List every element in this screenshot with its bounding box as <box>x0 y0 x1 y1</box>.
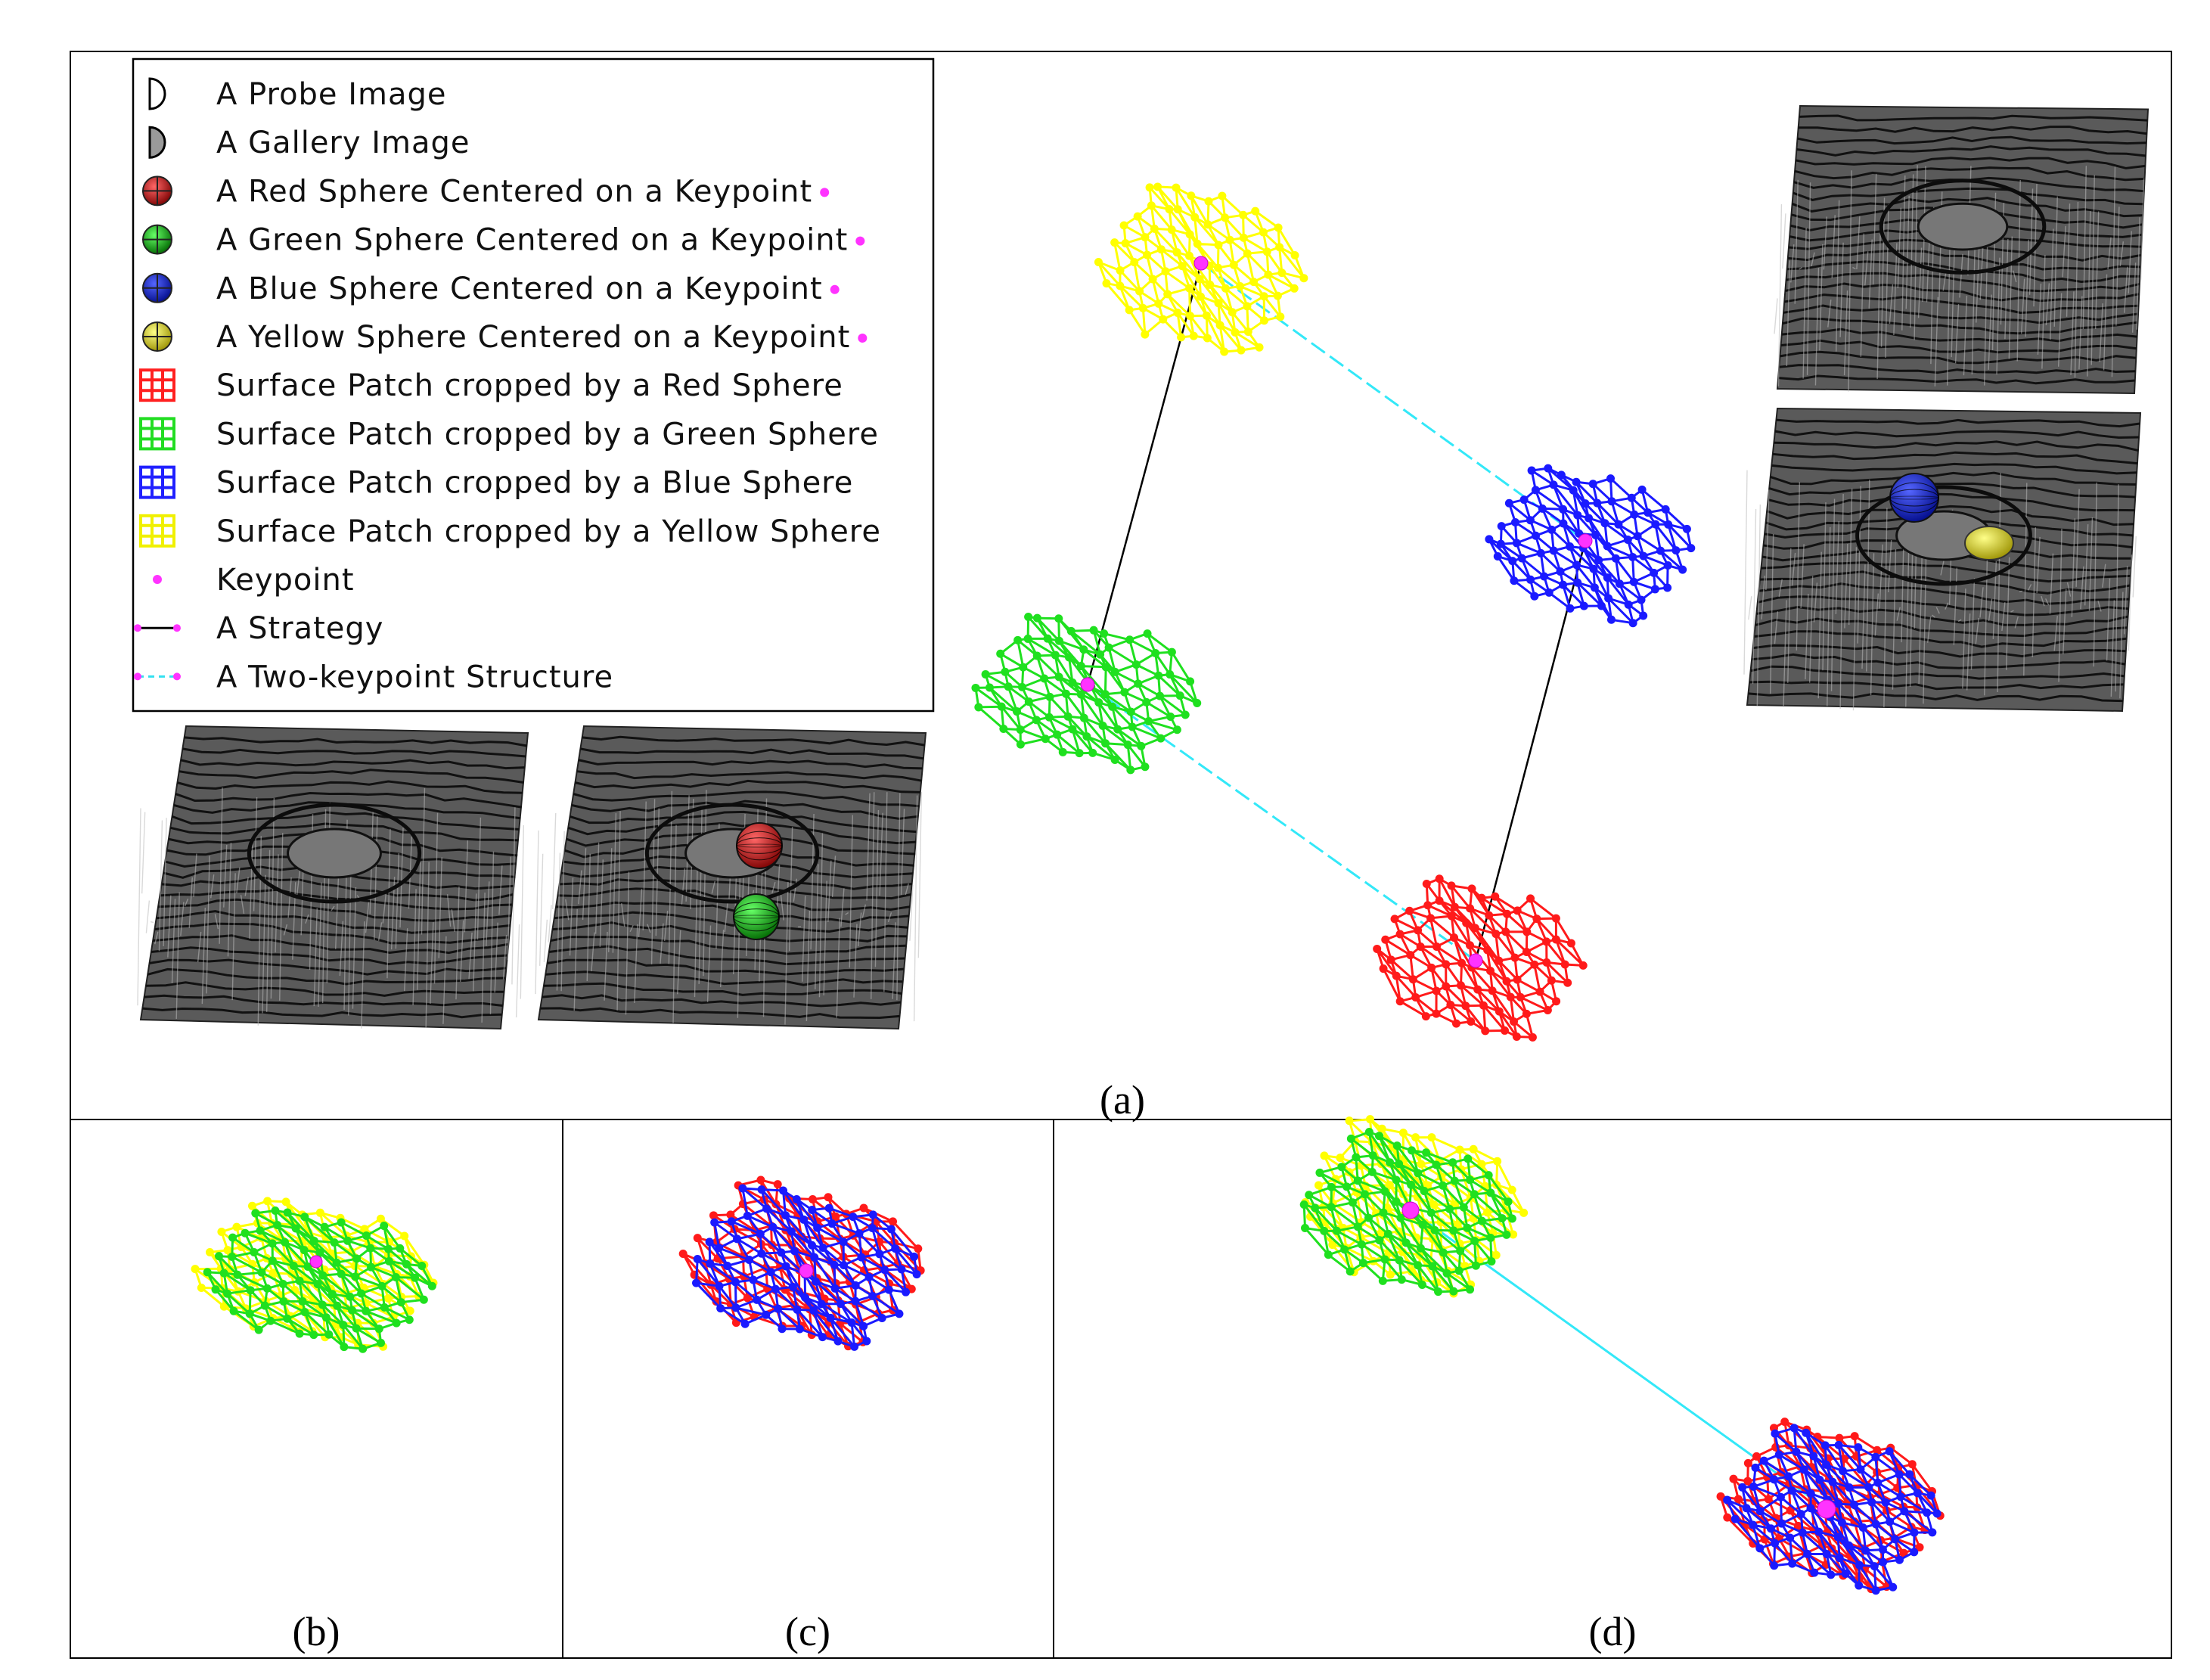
legend-row: A Red Sphere Centered on a Keypoint <box>142 174 830 209</box>
keypoint-marker <box>1468 953 1483 968</box>
red-sphere-icon <box>142 175 172 207</box>
red-patch-icon <box>139 368 175 402</box>
keypoint-dot-icon <box>858 334 868 343</box>
legend-label: A Gallery Image <box>216 126 470 160</box>
legend-row: A Yellow Sphere Centered on a Keypoint <box>142 320 868 355</box>
keypoint-dot-icon <box>153 575 162 584</box>
panel-a-surfaces <box>137 104 2149 1030</box>
gallery-face-surface-top <box>1774 104 2149 395</box>
blue-patch-icon <box>139 465 175 499</box>
legend-row: A Blue Sphere Centered on a Keypoint <box>142 272 840 306</box>
legend-label: Surface Patch cropped by a Green Sphere <box>216 417 879 452</box>
legend-row: Surface Patch cropped by a Red Sphere <box>139 368 843 403</box>
keypoint-marker <box>1193 256 1209 271</box>
green-sphere-icon <box>142 224 172 255</box>
legend-label: Surface Patch cropped by a Yellow Sphere <box>216 514 881 549</box>
keypoint-dot-icon <box>820 188 830 197</box>
red-sphere <box>736 822 783 869</box>
keypoint-dot-icon <box>855 236 865 246</box>
legend-row: Keypoint <box>153 563 355 598</box>
keypoint-marker <box>1578 533 1593 548</box>
legend-row: A Gallery Image <box>148 126 470 160</box>
keypoint-marker <box>1080 677 1095 692</box>
two-keypoint-line-green-red <box>1087 683 1476 962</box>
panel-a-patches <box>971 182 1696 1042</box>
legend-label: A Strategy <box>216 611 383 646</box>
strategy-line-icon <box>134 624 181 632</box>
keypoint-marker <box>1817 1499 1836 1519</box>
legend-label: A Two-keypoint Structure <box>216 660 613 694</box>
probe-half-disc-icon <box>148 77 166 110</box>
keypoint-marker <box>309 1255 323 1269</box>
legend-label: A Probe Image <box>216 77 447 112</box>
legend-label: A Yellow Sphere Centered on a Keypoint <box>216 320 850 355</box>
panel-d-blue-patch <box>1723 1424 1942 1595</box>
legend-row: A Strategy <box>134 611 383 646</box>
caption-d: (d) <box>1589 1609 1637 1654</box>
caption-c: (c) <box>785 1609 830 1654</box>
probe-face-surface-with-spheres <box>535 725 927 1030</box>
legend-row: A Probe Image <box>148 77 447 112</box>
keypoint-marker <box>799 1263 814 1278</box>
panel-d-green-patch <box>1299 1128 1516 1296</box>
probe-face-surface <box>137 725 529 1030</box>
green-sphere <box>733 893 780 940</box>
legend-row: Surface Patch cropped by a Yellow Sphere <box>139 514 881 549</box>
gallery-half-disc-icon <box>148 126 166 159</box>
keypoint-dot-icon <box>830 284 840 294</box>
blue-sphere <box>1889 473 1939 523</box>
panel-bcd-patches <box>191 1115 1945 1595</box>
outer-frame <box>70 51 2172 1659</box>
gallery-face-surface-bottom <box>1743 407 2142 713</box>
keypoint-marker <box>1401 1201 1420 1219</box>
red-surface-patch <box>1373 874 1588 1042</box>
blue-surface-patch <box>1485 464 1696 628</box>
legend-label: A Blue Sphere Centered on a Keypoint <box>216 272 823 306</box>
yellow-patch-icon <box>139 514 175 548</box>
caption-a: (a) <box>1100 1077 1145 1123</box>
legend-row: A Two-keypoint Structure <box>134 660 613 694</box>
legend-label: A Green Sphere Centered on a Keypoint <box>216 223 848 258</box>
legend-box <box>132 57 935 713</box>
panel-c-blue-patch <box>691 1184 921 1351</box>
green-patch-icon <box>139 417 175 451</box>
legend-row: A Green Sphere Centered on a Keypoint <box>142 223 865 258</box>
blue-sphere-icon <box>142 272 172 303</box>
yellow-surface-patch <box>1094 182 1308 356</box>
legend-row: Surface Patch cropped by a Blue Sphere <box>139 465 853 501</box>
legend-label: Keypoint <box>216 563 355 598</box>
panel-b-green-patch <box>203 1206 436 1353</box>
caption-b: (b) <box>293 1609 340 1654</box>
green-surface-patch <box>971 612 1202 775</box>
legend-label: A Red Sphere Centered on a Keypoint <box>216 174 812 209</box>
legend-label: Surface Patch cropped by a Red Sphere <box>216 368 843 403</box>
legend-row: Surface Patch cropped by a Green Sphere <box>139 417 879 452</box>
legend: A Probe Image A Gallery Image A Red Sphere… <box>132 57 935 713</box>
yellow-sphere <box>1964 526 2014 561</box>
yellow-sphere-icon <box>142 321 172 352</box>
legend-label: Surface Patch cropped by a Blue Sphere <box>216 466 853 501</box>
two-keypoint-dashed-line-icon <box>134 672 181 681</box>
